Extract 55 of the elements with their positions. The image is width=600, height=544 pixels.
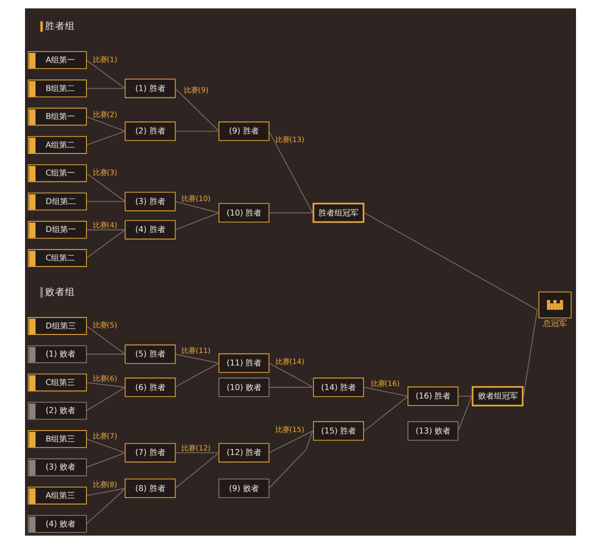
connector bbox=[268, 430, 313, 489]
node-label: 总冠军 bbox=[542, 318, 566, 328]
connector bbox=[86, 438, 126, 454]
connector bbox=[86, 116, 126, 132]
edge-label: 比赛(4) bbox=[92, 220, 117, 230]
connector bbox=[174, 212, 219, 230]
edge-label: 比赛(10) bbox=[181, 194, 210, 203]
connector bbox=[86, 60, 126, 89]
connector bbox=[457, 396, 472, 432]
connector bbox=[268, 130, 313, 214]
connector bbox=[86, 354, 126, 355]
connector bbox=[174, 130, 219, 132]
connector bbox=[174, 88, 219, 132]
edge-label: 比赛(9) bbox=[184, 86, 208, 95]
connector bbox=[86, 386, 126, 412]
connector bbox=[86, 382, 126, 388]
connector bbox=[86, 452, 126, 468]
edge-label: 比赛(7) bbox=[92, 431, 117, 440]
connector bbox=[86, 201, 126, 202]
connector bbox=[86, 326, 126, 355]
edge-label: 比赛(5) bbox=[92, 320, 117, 330]
connector bbox=[174, 354, 219, 364]
connector bbox=[86, 488, 126, 496]
connector bbox=[86, 229, 126, 230]
edge-label: 比赛(13) bbox=[274, 134, 304, 144]
connector bbox=[363, 386, 408, 397]
connector bbox=[86, 130, 126, 146]
edge-label: 比赛(6) bbox=[92, 374, 117, 384]
connector bbox=[457, 396, 472, 397]
edge-label: 比赛(11) bbox=[181, 346, 210, 355]
edge-label: 比赛(16) bbox=[370, 378, 400, 388]
connector bbox=[86, 488, 126, 524]
edge-label: 比赛(14) bbox=[274, 357, 304, 366]
connector bbox=[268, 430, 313, 454]
label: 胜者组 bbox=[44, 21, 75, 32]
connector bbox=[268, 362, 313, 388]
edge-label: 比赛(2) bbox=[92, 110, 117, 119]
edge-label: 比赛(15) bbox=[274, 424, 304, 434]
connector bbox=[268, 386, 313, 388]
connector bbox=[363, 396, 408, 432]
connector bbox=[86, 172, 126, 202]
edge-label: 比赛(1) bbox=[92, 54, 117, 64]
connector bbox=[174, 362, 219, 388]
edge-label: 比赛(8) bbox=[92, 480, 117, 489]
connector bbox=[86, 88, 126, 89]
connector bbox=[174, 201, 219, 214]
edge-label: 比赛(3) bbox=[92, 168, 117, 178]
edge-label: 比赛(12) bbox=[181, 444, 210, 453]
connector bbox=[174, 452, 219, 489]
connector bbox=[86, 229, 126, 258]
connector bbox=[174, 452, 219, 454]
connector bbox=[522, 309, 538, 397]
connector bbox=[268, 212, 313, 214]
connector bbox=[363, 212, 538, 310]
label: 败者组 bbox=[44, 286, 75, 298]
